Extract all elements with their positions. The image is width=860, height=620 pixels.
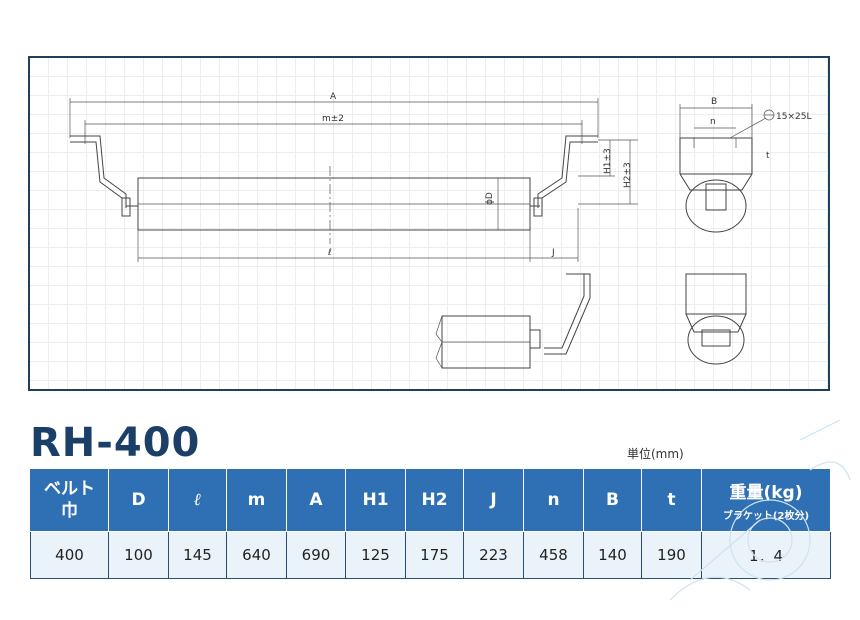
label-slot: 15×25L [776,112,811,122]
label-j: J [551,248,555,258]
dimension-a: A [69,92,599,138]
header-l: ℓ [168,468,227,532]
label-m: m±2 [322,114,344,124]
label-a: A [330,92,337,102]
cell-l: 145 [168,531,227,579]
unit-label: 単位(mm) [627,447,684,461]
cell-t: 190 [641,531,702,579]
label-h1: H1±3 [603,148,613,174]
cell-a: 690 [286,531,346,579]
dimension-h: H1±3 H2±3 [578,139,638,205]
right-bracket [533,135,598,217]
dimension-j: J [530,208,579,262]
label-b: B [711,97,717,107]
side-view-bottom [685,273,747,365]
cell-m: 640 [226,531,287,579]
header-h1: H1 [345,468,406,532]
header-belt: ベルト 巾 [30,468,109,532]
label-h2: H2±3 [623,162,633,188]
header-weight-main: 重量(kg) [729,483,803,503]
header-weight-sub: ブラケット(2枚分) [722,511,810,522]
label-d: ϕD [485,192,495,205]
cell-d: 100 [108,531,169,579]
header-j: J [463,468,524,532]
table-header-row: ベルト 巾 D ℓ m A H1 H2 J n B t 重量(kg) ブラケット… [30,468,831,532]
header-weight: 重量(kg) ブラケット(2枚分) [701,468,831,532]
spec-table: ベルト 巾 D ℓ m A H1 H2 J n B t 重量(kg) ブラケット… [30,468,831,579]
left-bracket [70,135,131,217]
cell-n: 458 [523,531,584,579]
label-n: n [710,117,716,127]
cell-j: 223 [463,531,524,579]
drawing-svg: A m±2 ϕD [69,92,811,369]
cell-b: 140 [583,531,642,579]
model-title: RH-400 [30,420,201,466]
cell-belt: 400 [30,531,109,579]
header-b: B [583,468,642,532]
header-m: m [226,468,287,532]
label-t: t [766,151,770,161]
cell-h2: 175 [405,531,464,579]
dimension-d: ϕD [485,178,499,230]
header-n: n [523,468,584,532]
side-view-top: B n 15×25L t [679,97,811,233]
header-d: D [108,468,169,532]
detail-view [435,273,591,369]
roller-body [126,166,540,244]
cell-h1: 125 [345,531,406,579]
dimension-l: ℓ [137,230,531,262]
header-t: t [641,468,702,532]
label-l: ℓ [327,248,332,258]
cell-weight: 1．4 [701,531,831,579]
table-row: 400 100 145 640 690 125 175 223 458 140 … [30,531,831,579]
header-a: A [286,468,346,532]
header-h2: H2 [405,468,464,532]
technical-drawing: A m±2 ϕD [28,56,830,391]
dimension-m: m±2 [84,114,583,144]
